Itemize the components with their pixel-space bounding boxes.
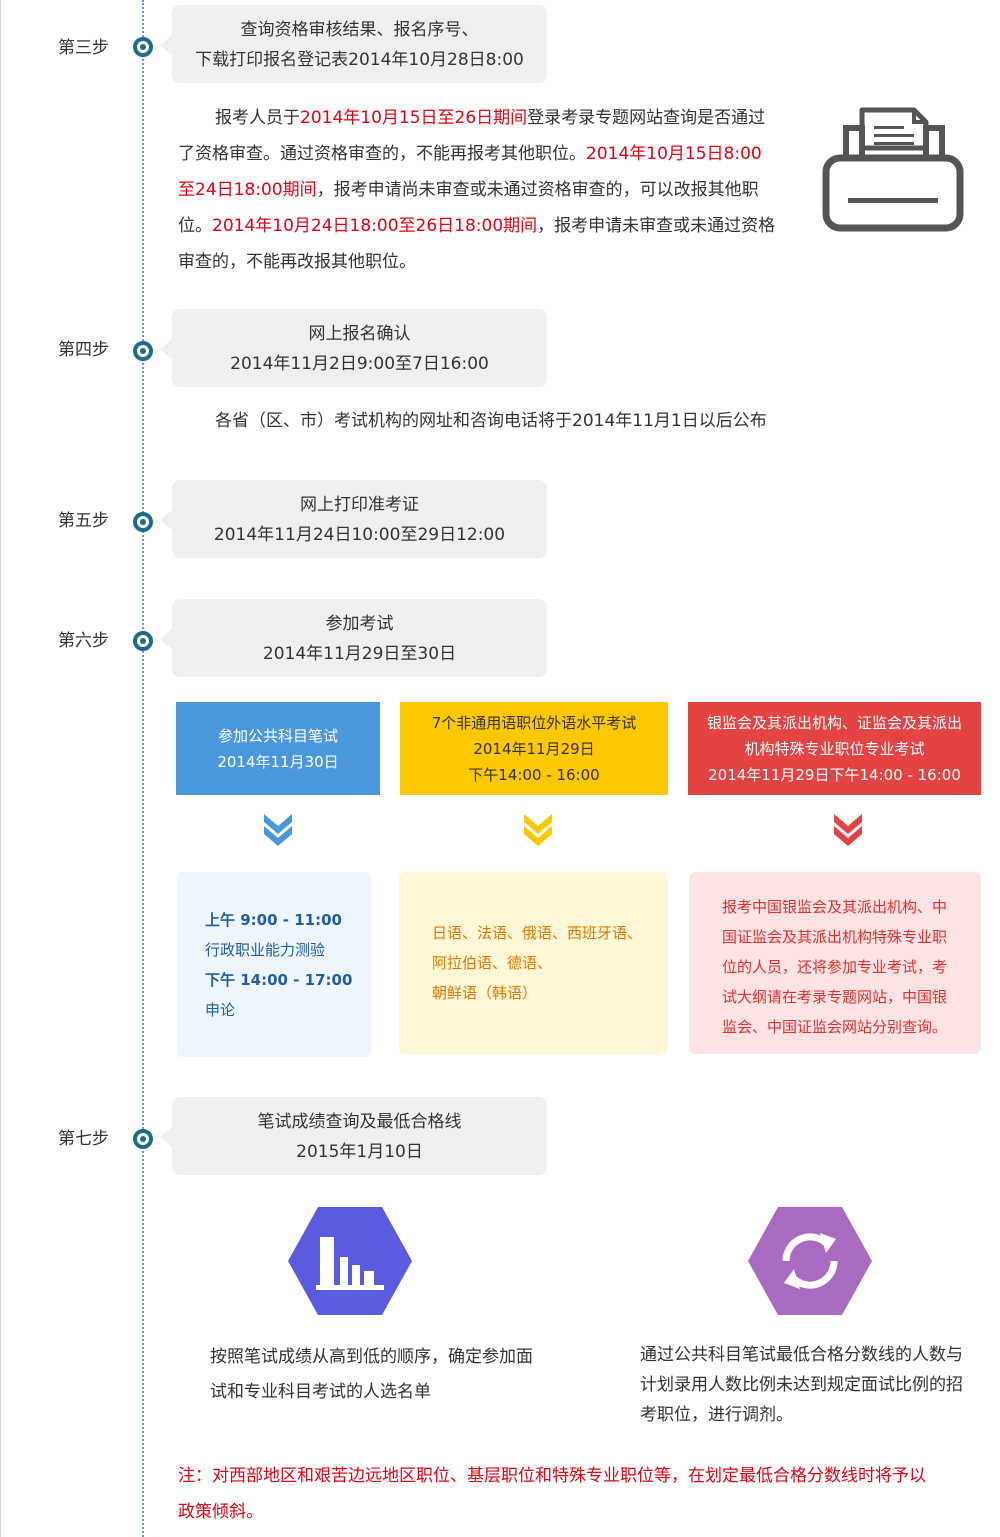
step-3-text: 报考人员于 (215, 108, 300, 128)
step-4-description: 各省（区、市）考试机构的网址和咨询电话将于2014年11月1日以后公布 (215, 411, 767, 431)
exam-card-public-header: 参加公共科目笔试 2014年11月30日 (176, 702, 380, 795)
step-6-date: 2014年11月29日至30日 (262, 644, 457, 664)
page-left-border (0, 0, 1, 1537)
step-7-label: 第七步 (58, 1129, 109, 1149)
exam-card-title: 银监会及其派出机构、证监会及其派出 (706, 713, 962, 732)
exam-card-language-header: 7个非通用语职位外语水平考试 2014年11月29日 下午14:00 - 16:… (400, 702, 668, 795)
description-line: 计划录用人数比例未达到规定面试比例的招 (640, 1375, 963, 1395)
exam-note: 位的人员，还将参加专业考试，考 (722, 958, 948, 976)
exam-subject: 申论 (205, 1001, 236, 1019)
step-6-title: 参加考试 (325, 614, 394, 634)
step-3-description: 报考人员于2014年10月15日至26日期间登录考录专题网站查询是否通过 了资格… (178, 100, 775, 280)
exam-card-title: 7个非通用语职位外语水平考试 (431, 713, 637, 732)
policy-note: 注：对西部地区和艰苦边远地区职位、基层职位和特殊专业职位等，在划定最低合格分数线… (178, 1458, 926, 1530)
step-3-highlight: 至24日18:00期间 (178, 180, 317, 200)
step-3-highlight: 2014年10月24日18:00至26日18:00期间 (212, 216, 538, 236)
exam-note: 报考中国银监会及其派出机构、中 (722, 898, 948, 916)
timeline-line (142, 0, 144, 1537)
description-line: 试和专业科目考试的人选名单 (210, 1382, 431, 1402)
exam-card-professional-header: 银监会及其派出机构、证监会及其派出 机构特殊专业职位专业考试 2014年11月2… (688, 702, 981, 795)
step-4-label: 第四步 (58, 340, 109, 360)
language-list: 日语、法语、俄语、西班牙语、 (432, 924, 643, 942)
step-4-title: 网上报名确认 (308, 324, 411, 344)
step-3-label: 第三步 (58, 38, 109, 58)
exam-note: 试大纲请在考录专题网站，中国银 (722, 988, 948, 1006)
step-7-left-description: 按照笔试成绩从高到低的顺序，确定参加面 试和专业科目考试的人选名单 (210, 1340, 533, 1410)
step-7-title: 笔试成绩查询及最低合格线 (257, 1112, 462, 1132)
step-6-marker (133, 631, 153, 651)
step-4-date: 2014年11月2日9:00至7日16:00 (230, 354, 489, 374)
description-line: 通过公共科目笔试最低合格分数线的人数与 (640, 1345, 963, 1365)
exam-note: 国证监会及其派出机构特殊专业职 (722, 928, 948, 946)
description-line: 按照笔试成绩从高到低的顺序，确定参加面 (210, 1347, 533, 1367)
step-5-title: 网上打印准考证 (300, 495, 419, 515)
printer-icon (822, 107, 964, 232)
note-line: 政策倾斜。 (178, 1502, 263, 1522)
step-3-text: 了资格审查。通过资格审查的，不能再报考其他职位。 (178, 144, 586, 164)
description-line: 考职位，进行调剂。 (640, 1405, 793, 1425)
double-chevron-down-icon (524, 814, 552, 846)
step-7-date: 2015年1月10日 (296, 1142, 423, 1162)
double-chevron-down-icon (834, 814, 862, 846)
step-3-text: 登录考录专题网站查询是否通过 (527, 108, 766, 128)
exam-card-title: 参加公共科目笔试 (217, 726, 338, 745)
step-3-highlight: 2014年10月15日至26日期间 (300, 108, 528, 128)
step-6-box: 参加考试 2014年11月29日至30日 (160, 599, 547, 677)
exam-card-date: 2014年11月29日 (473, 739, 595, 758)
exam-card-date: 2014年11月30日 (217, 752, 339, 771)
step-3-text: ，报考申请未审查或未通过资格 (537, 216, 776, 236)
step-3-highlight: 2014年10月15日8:00 (586, 144, 762, 164)
language-list: 朝鲜语（韩语） (432, 984, 538, 1002)
step-6-label: 第六步 (58, 631, 109, 651)
exam-card-language-body: 日语、法语、俄语、西班牙语、 阿拉伯语、德语、 朝鲜语（韩语） (399, 872, 668, 1054)
step-3-box: 查询资格审核结果、报名序号、 下载打印报名登记表2014年10月28日8:00 (160, 5, 547, 83)
step-7-marker (133, 1129, 153, 1149)
step-3-title: 查询资格审核结果、报名序号、 (240, 20, 479, 40)
bar-chart-icon (288, 1207, 412, 1315)
step-3-marker (133, 37, 153, 57)
note-line: 注：对西部地区和艰苦边远地区职位、基层职位和特殊专业职位等，在划定最低合格分数线… (178, 1466, 926, 1486)
exam-session-time: 下午 14:00 - 17:00 (205, 971, 353, 989)
step-3-text: 位。 (178, 216, 212, 236)
exam-card-professional-body: 报考中国银监会及其派出机构、中 国证监会及其派出机构特殊专业职 位的人员，还将参… (689, 872, 981, 1054)
step-5-marker (133, 512, 153, 532)
exam-session-time: 上午 9:00 - 11:00 (205, 911, 342, 929)
step-3-text: ，报考申请尚未审查或未通过资格审查的，可以改报其他职 (316, 180, 759, 200)
step-7-right-description: 通过公共科目笔试最低合格分数线的人数与 计划录用人数比例未达到规定面试比例的招 … (640, 1340, 963, 1430)
step-3-date: 下载打印报名登记表2014年10月28日8:00 (195, 50, 524, 70)
step-5-box: 网上打印准考证 2014年11月24日10:00至29日12:00 (160, 480, 547, 558)
language-list: 阿拉伯语、德语、 (432, 954, 553, 972)
step-3-text: 审查的，不能再改报其他职位。 (178, 252, 416, 272)
exam-card-title: 机构特殊专业职位专业考试 (744, 739, 925, 758)
step-7-box: 笔试成绩查询及最低合格线 2015年1月10日 (160, 1097, 547, 1175)
exam-card-date: 2014年11月29日下午14:00 - 16:00 (708, 765, 961, 784)
double-chevron-down-icon (264, 814, 292, 846)
step-5-date: 2014年11月24日10:00至29日12:00 (213, 525, 506, 545)
exam-note: 监会、中国证监会网站分别查询。 (722, 1018, 948, 1036)
exam-subject: 行政职业能力测验 (205, 941, 326, 959)
step-4-marker (133, 341, 153, 361)
exam-card-public-body: 上午 9:00 - 11:00 行政职业能力测验 下午 14:00 - 17:0… (177, 872, 371, 1057)
refresh-icon (748, 1207, 872, 1315)
step-4-box: 网上报名确认 2014年11月2日9:00至7日16:00 (160, 309, 547, 387)
step-5-label: 第五步 (58, 511, 109, 531)
exam-card-time: 下午14:00 - 16:00 (468, 765, 600, 784)
